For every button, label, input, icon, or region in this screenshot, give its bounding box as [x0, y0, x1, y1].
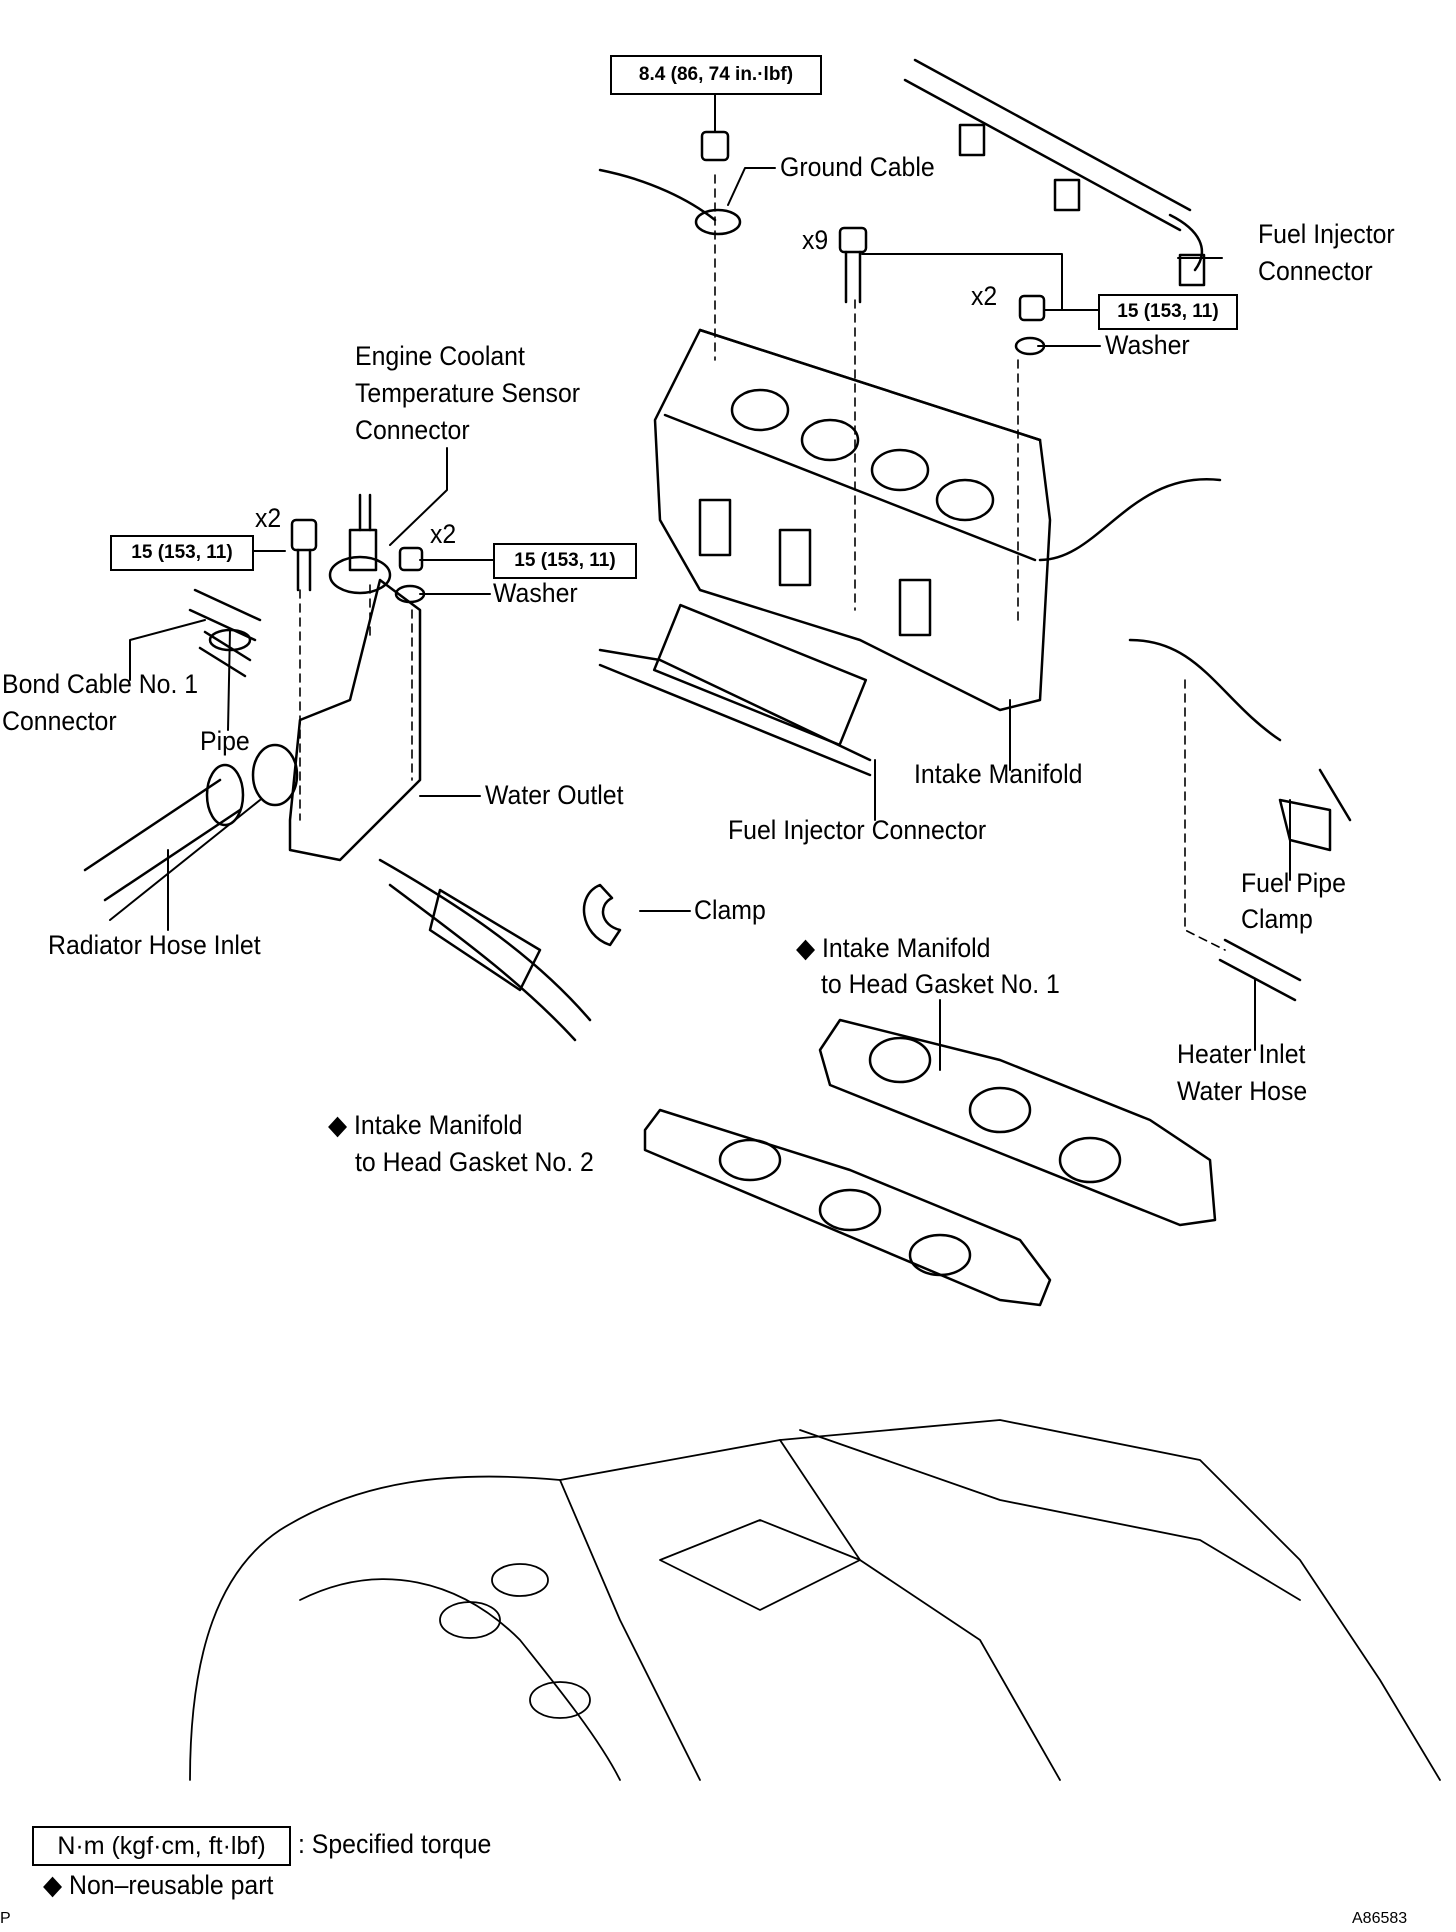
legend-non-reusable: ◆ Non–reusable part	[43, 1870, 274, 1900]
label-pipe: Pipe	[200, 726, 250, 756]
torque-outlet-nut: 15 (153, 11)	[493, 543, 637, 579]
qty-manifold-nut: x2	[971, 281, 998, 311]
label-fuel-pipe-clamp: Fuel Pipe	[1241, 868, 1346, 898]
label-intake-manifold: Intake Manifold	[914, 759, 1083, 789]
label-bond-cable: Bond Cable No. 1	[2, 669, 199, 699]
figure-id: A86583	[1352, 1910, 1408, 1927]
torque-manifold: 15 (153, 11)	[1098, 294, 1238, 330]
legend-torque-desc: : Specified torque	[298, 1829, 492, 1859]
label-ect-sensor: Engine Coolant	[355, 341, 525, 371]
torque-outlet-bolt: 15 (153, 11)	[110, 535, 254, 571]
label-gasket-no-2: ◆ Intake Manifold	[328, 1110, 523, 1140]
label-heater-inlet-hose-2: Water Hose	[1177, 1076, 1308, 1106]
label-ect-sensor-2: Temperature Sensor	[355, 378, 581, 408]
label-gasket-no-1-2: to Head Gasket No. 1	[821, 969, 1060, 999]
legend-torque-unit-box: N·m (kgf·cm, ft·lbf)	[32, 1826, 291, 1866]
alignment-lines	[299, 174, 1226, 951]
water-outlet-drawing	[208, 555, 592, 1042]
label-gasket-no-1: ◆ Intake Manifold	[796, 933, 991, 963]
label-ground-cable: Ground Cable	[780, 152, 935, 182]
qty-manifold-bolt: x9	[802, 225, 829, 255]
gasket-no-1-drawing	[818, 1018, 1217, 1227]
label-ect-sensor-3: Connector	[355, 415, 470, 445]
qty-outlet-bolt: x2	[255, 503, 282, 533]
label-water-outlet: Water Outlet	[485, 780, 624, 810]
intake-manifold-drawing	[653, 328, 1282, 742]
label-fuel-pipe-clamp-2: Clamp	[1241, 904, 1313, 934]
label-bond-cable-2: Connector	[2, 706, 117, 736]
gasket-no-2-drawing	[643, 1108, 1052, 1307]
label-fuel-injector-connector-mid: Fuel Injector Connector	[728, 815, 987, 845]
engine-block-drawing	[189, 1419, 1441, 1781]
qty-outlet-nut: x2	[430, 519, 457, 549]
label-gasket-no-2-2: to Head Gasket No. 2	[355, 1147, 594, 1177]
label-fuel-injector-connector-top: Fuel Injector	[1258, 219, 1395, 249]
label-radiator-hose-inlet: Radiator Hose Inlet	[48, 930, 261, 960]
label-clamp: Clamp	[694, 895, 766, 925]
footer-left-mark: P	[0, 1910, 11, 1927]
torque-ground-nut: 8.4 (86, 74 in.·lbf)	[610, 55, 822, 95]
label-washer-right: Washer	[1105, 330, 1190, 360]
label-heater-inlet-hose: Heater Inlet	[1177, 1039, 1306, 1069]
label-fuel-injector-connector-top-2: Connector	[1258, 256, 1373, 286]
label-washer-middle: Washer	[493, 578, 578, 608]
